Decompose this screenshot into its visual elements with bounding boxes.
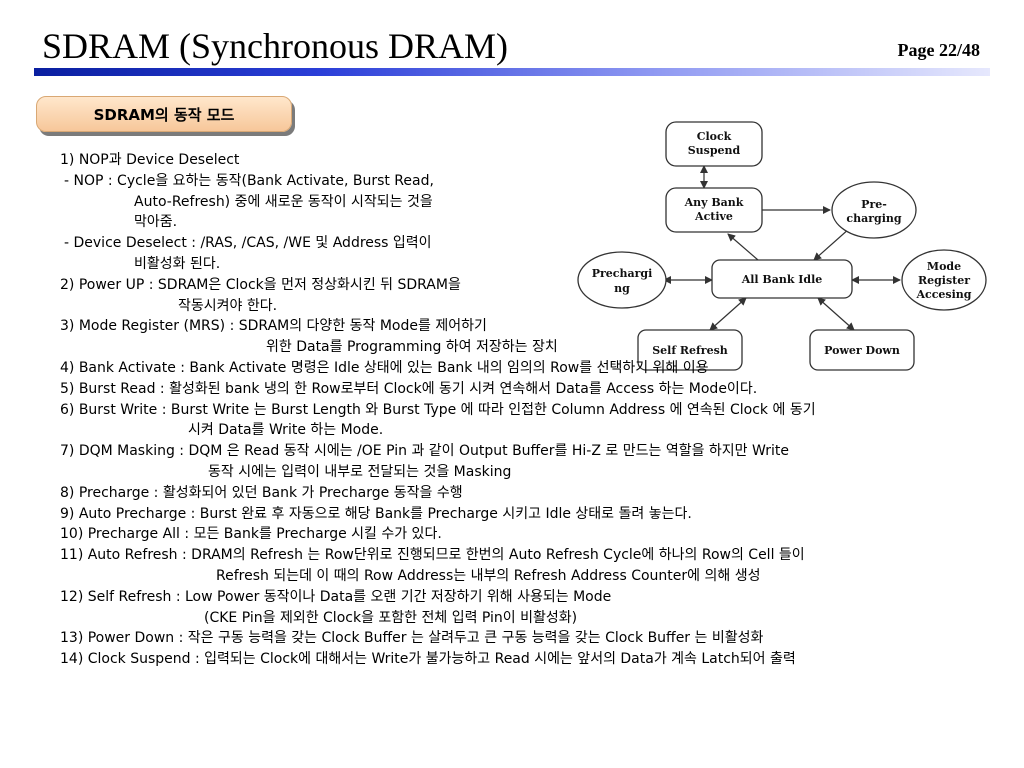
- svg-text:ng: ng: [614, 282, 630, 295]
- slide-title: SDRAM (Synchronous DRAM): [42, 26, 509, 66]
- description-line: 4) Bank Activate : Bank Activate 명령은 Idl…: [60, 359, 709, 376]
- description-line: - NOP : Cycle을 요하는 동작(Bank Activate, Bur…: [64, 172, 434, 189]
- edge-idle-active: [727, 233, 759, 261]
- description-line: 14) Clock Suspend : 입력되는 Clock에 대해서는 Wri…: [60, 651, 796, 668]
- svg-text:Prechargi: Prechargi: [592, 267, 653, 280]
- node-self-refresh: Self Refresh: [637, 329, 743, 371]
- description-line: 13) Power Down : 작은 구동 능력을 갖는 Clock Buff…: [60, 630, 764, 647]
- svg-text:Mode: Mode: [927, 260, 961, 273]
- node-prechargi-ng: Prechargi ng: [577, 251, 667, 309]
- svg-text:Any Bank: Any Bank: [684, 196, 744, 209]
- page-number: Page 22/48: [897, 40, 981, 60]
- svg-text:Power Down: Power Down: [824, 344, 900, 357]
- svg-text:Pre-: Pre-: [861, 198, 887, 211]
- svg-text:Clock: Clock: [697, 130, 732, 143]
- mode-description-list: 1) NOP과 Device Deselect - NOP : Cycle을 요하…: [60, 150, 1020, 670]
- node-mode-register-accesing: Mode Register Accesing: [901, 249, 987, 311]
- description-line: (CKE Pin을 제외한 Clock을 포함한 전체 입력 Pin이 비활성화…: [204, 609, 578, 626]
- node-power-down: Power Down: [809, 329, 915, 371]
- description-line: Refresh 되는데 이 때의 Row Address는 내부의 Refres…: [216, 567, 761, 584]
- description-line: 11) Auto Refresh : DRAM의 Refresh 는 Row단위…: [60, 547, 805, 564]
- edge-idle-self-refresh: [709, 297, 747, 331]
- description-line: 8) Precharge : 활성화되어 있던 Bank 가 Precharge…: [60, 484, 463, 501]
- svg-text:charging: charging: [846, 212, 901, 225]
- svg-text:Register: Register: [918, 274, 970, 287]
- edge-idle-power-down: [817, 297, 855, 331]
- section-label: SDRAM의 동작 모드: [36, 96, 292, 132]
- description-line: Auto-Refresh) 중에 새로운 동작이 시작되는 것을: [134, 193, 433, 210]
- description-line: 작동시켜야 한다.: [178, 297, 278, 314]
- node-clock-suspend: Clock Suspend: [665, 121, 763, 167]
- description-line: 동작 시에는 입력이 내부로 전달되는 것을 Masking: [208, 463, 512, 480]
- description-line: 비활성화 된다.: [134, 255, 221, 272]
- svg-text:Self Refresh: Self Refresh: [652, 344, 728, 357]
- description-line: 3) Mode Register (MRS) : SDRAM의 다양한 동작 M…: [60, 318, 487, 335]
- svg-text:All Bank Idle: All Bank Idle: [741, 273, 823, 286]
- node-all-bank-idle: All Bank Idle: [711, 259, 853, 299]
- description-line: 10) Precharge All : 모든 Bank를 Precharge 시…: [60, 526, 442, 543]
- description-line: 9) Auto Precharge : Burst 완료 후 자동으로 해당 B…: [60, 505, 692, 522]
- title-underline-bar: [34, 68, 990, 76]
- description-line: 위한 Data를 Programming 하여 저장하는 장치: [266, 339, 558, 356]
- description-line: 5) Burst Read : 활성화된 bank 냉의 한 Row로부터 Cl…: [60, 380, 758, 397]
- state-diagram: Clock Suspend Any Bank Active Pre- charg…: [577, 121, 987, 371]
- svg-text:Accesing: Accesing: [916, 288, 972, 301]
- description-line: 2) Power UP : SDRAM은 Clock을 먼저 정상화시킨 뒤 S…: [60, 276, 461, 293]
- description-line: 7) DQM Masking : DQM 은 Read 동작 시에는 /OE P…: [60, 443, 789, 460]
- description-line: 12) Self Refresh : Low Power 동작이나 Data를 …: [60, 588, 612, 605]
- edge-precharging-idle: [813, 227, 851, 261]
- description-line: - Device Deselect : /RAS, /CAS, /WE 및 Ad…: [64, 235, 432, 252]
- description-line: 1) NOP과 Device Deselect: [60, 152, 240, 168]
- svg-text:Active: Active: [694, 210, 733, 223]
- description-line: 시켜 Data를 Write 하는 Mode.: [188, 422, 384, 439]
- node-pre-charging: Pre- charging: [831, 181, 917, 239]
- svg-text:Suspend: Suspend: [688, 144, 741, 157]
- node-any-bank-active: Any Bank Active: [665, 187, 763, 233]
- description-line: 6) Burst Write : Burst Write 는 Burst Len…: [60, 401, 816, 418]
- description-line: 막아줌.: [134, 214, 178, 231]
